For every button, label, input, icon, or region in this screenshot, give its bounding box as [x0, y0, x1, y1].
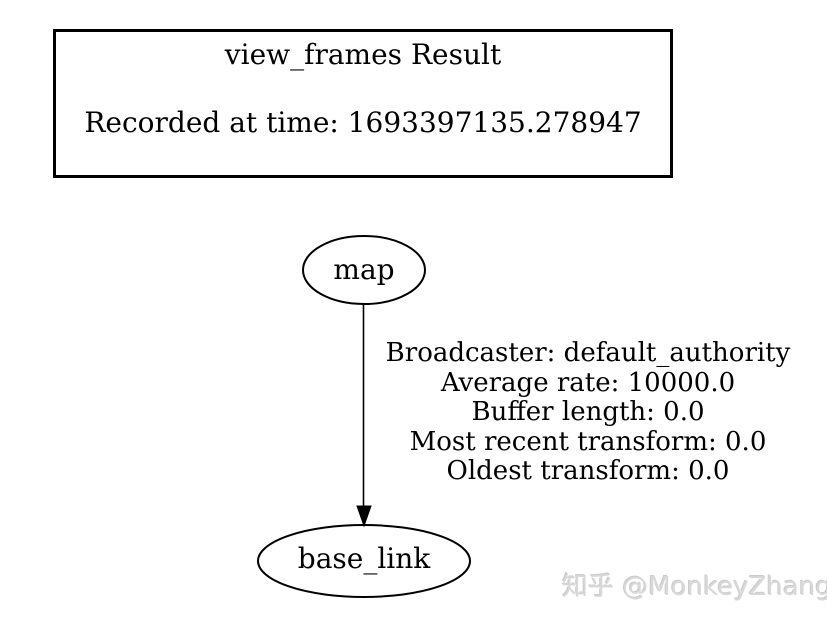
- title-box: view_frames Result Recorded at time: 169…: [53, 29, 673, 178]
- edge-label-average-rate: Average rate: 10000.0: [440, 367, 736, 398]
- node-label-map: map: [333, 253, 395, 286]
- edge-label-oldest-transform: Oldest transform: 0.0: [446, 456, 730, 487]
- edge-label-broadcaster: Broadcaster: default_authority: [385, 338, 791, 368]
- edge-arrowhead-icon: [356, 505, 372, 528]
- edge-label: Broadcaster: default_authority Average r…: [373, 338, 803, 487]
- watermark: 知乎 @MonkeyZhang: [562, 572, 827, 602]
- node-label-base-link: base_link: [297, 542, 431, 575]
- edge-label-most-recent-transform: Most recent transform: 0.0: [409, 426, 767, 457]
- diagram-title: view_frames Result: [224, 38, 502, 71]
- recorded-time-text: Recorded at time: 1693397135.278947: [84, 106, 642, 139]
- edge-label-buffer-length: Buffer length: 0.0: [471, 397, 705, 428]
